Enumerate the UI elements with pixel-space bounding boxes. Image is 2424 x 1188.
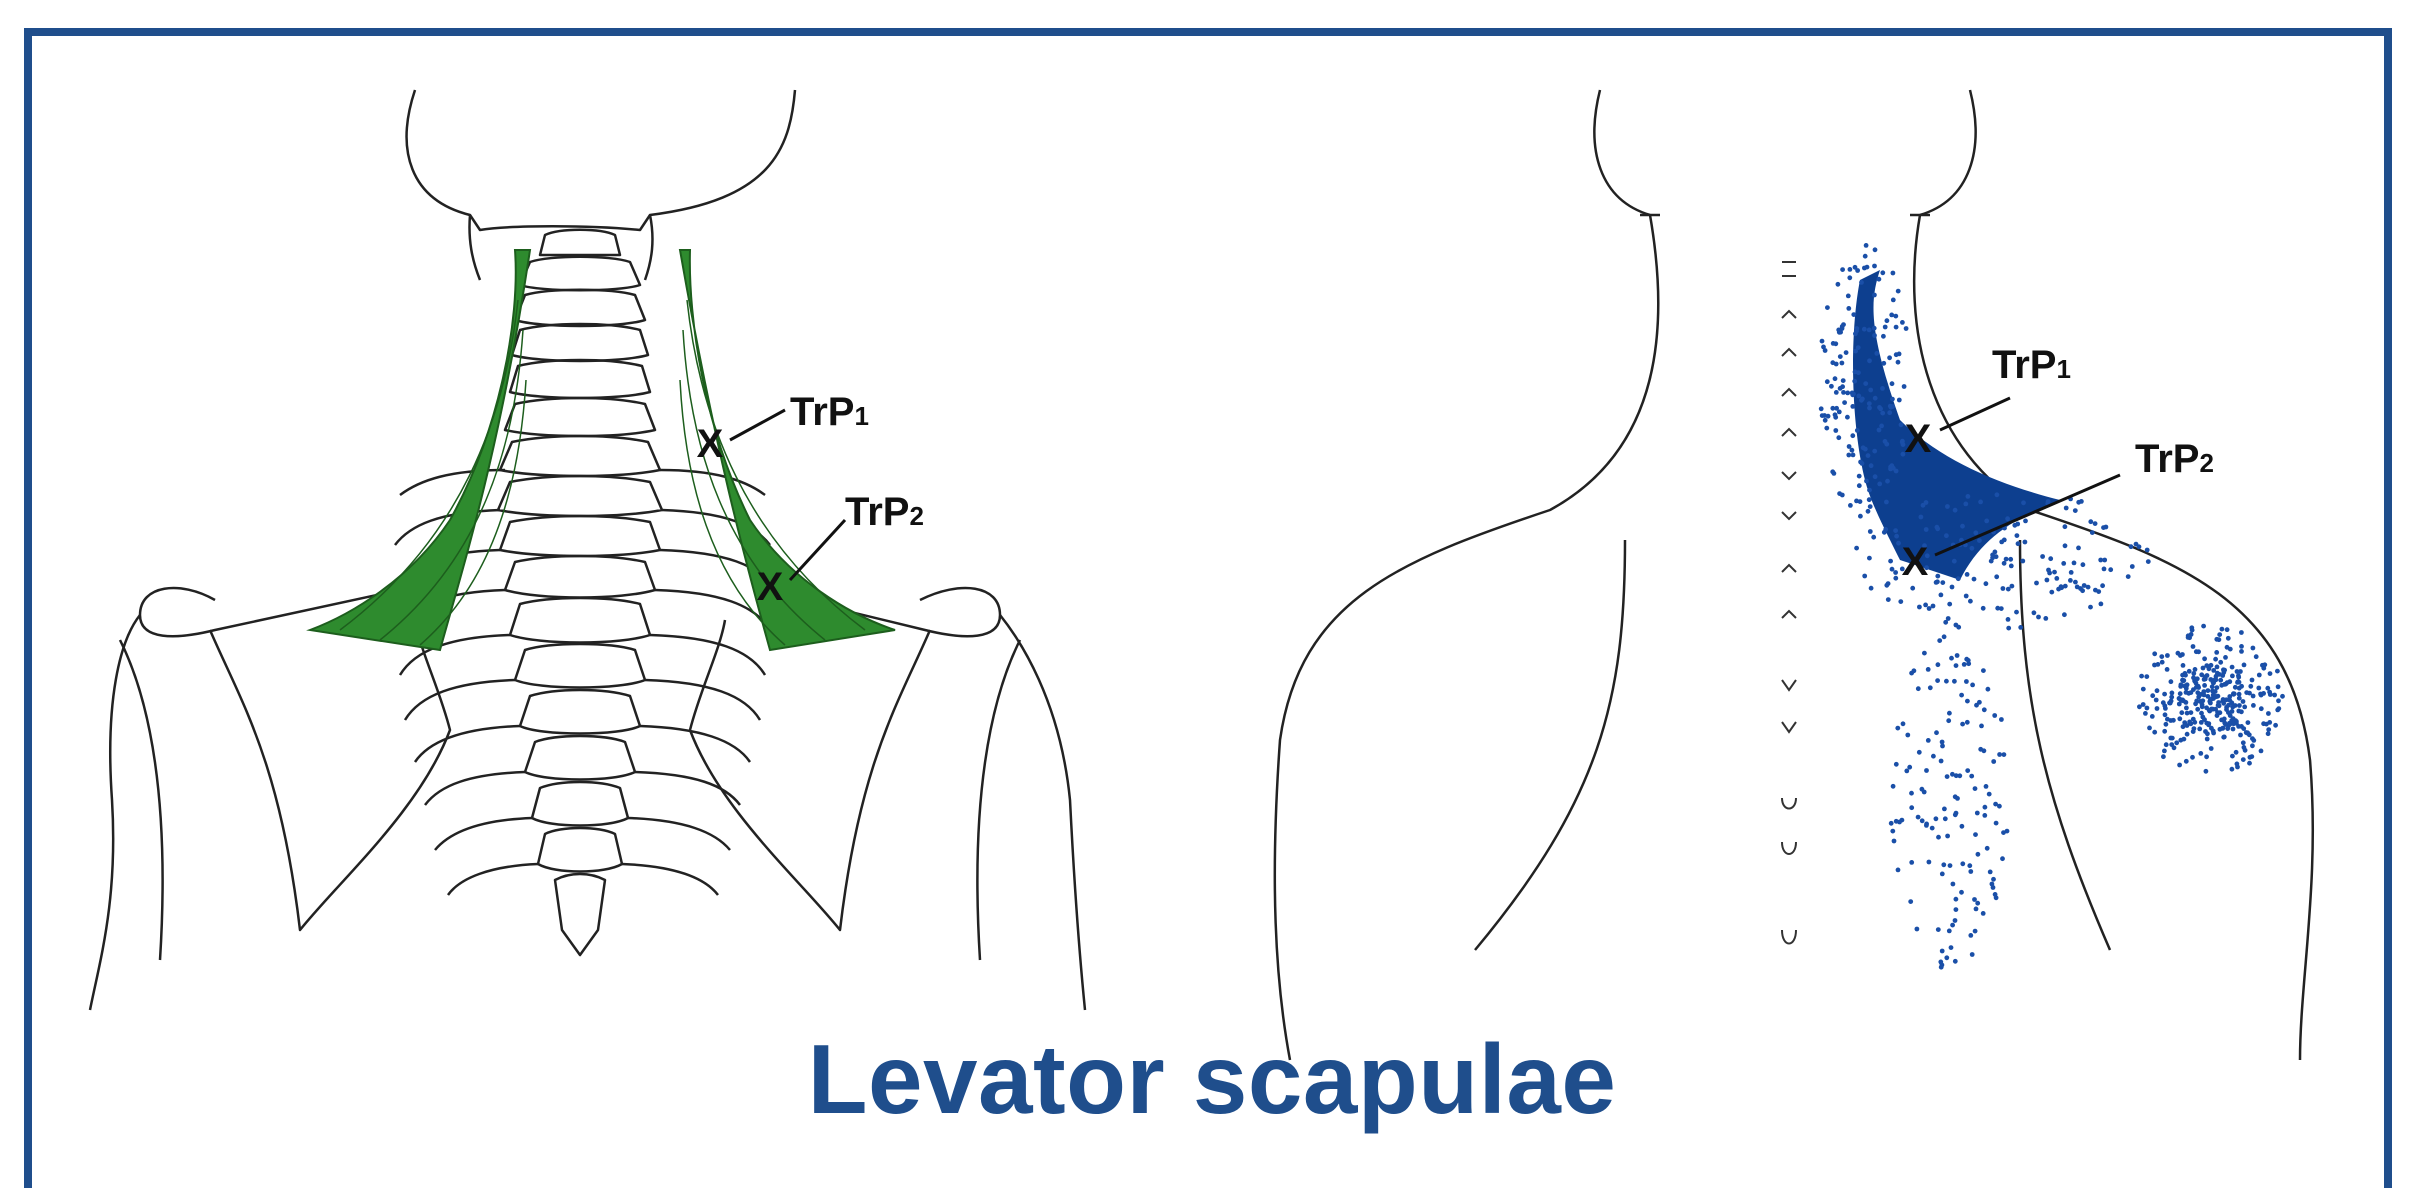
levator-scapulae-muscle	[310, 250, 895, 650]
left-trp1-marker: X	[697, 410, 785, 466]
anatomy-figure: X TrP1 X TrP2 X TrP1 X TrP2	[0, 0, 2424, 1138]
right-trp1-marker: X	[1905, 398, 2010, 461]
left-scapula	[210, 620, 450, 930]
svg-text:X: X	[1905, 417, 1932, 461]
right-trp1-label: TrP1	[1992, 343, 2071, 387]
left-trp2-label: TrP2	[845, 490, 924, 534]
svg-text:X: X	[757, 565, 784, 609]
svg-text:X: X	[1902, 540, 1929, 584]
right-scapula	[690, 620, 930, 930]
left-trp1-label: TrP1	[790, 390, 869, 434]
right-trp2-label: TrP2	[2135, 437, 2214, 481]
svg-text:X: X	[697, 422, 724, 466]
spine-markers	[1782, 262, 1796, 944]
right-back-illustration	[1275, 90, 2313, 1060]
left-skeleton-illustration	[90, 90, 1085, 1010]
page-title: Levator scapulae	[0, 1030, 2424, 1128]
